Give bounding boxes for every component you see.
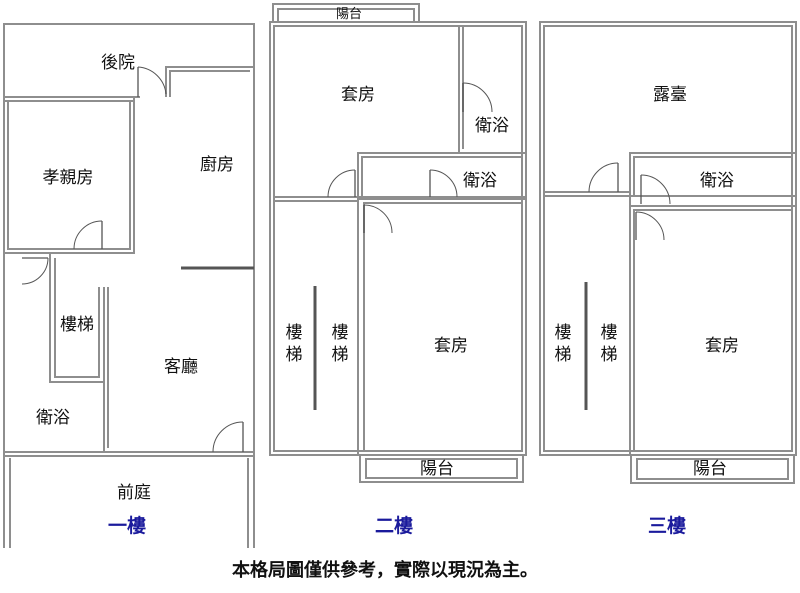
suite-main-walls xyxy=(357,198,527,456)
wall xyxy=(165,66,254,97)
stair-walls xyxy=(49,253,105,383)
room-label-front-yard: 前庭 xyxy=(117,483,151,503)
room-label-backyard: 後院 xyxy=(101,53,135,73)
third-bath-inner xyxy=(633,156,793,197)
door-icon xyxy=(635,211,665,241)
room-label-bath-right: 衛浴 xyxy=(475,116,509,136)
room-label-bottom-balcony: 陽台 xyxy=(420,459,454,479)
room-label-elder-room: 孝親房 xyxy=(43,168,94,188)
door-icon xyxy=(212,421,244,453)
room-label-living-room: 客廳 xyxy=(164,357,198,377)
second-floor-outline-inner xyxy=(273,25,523,452)
room-label-stairs: 樓梯 xyxy=(60,315,94,335)
third-floor-plan: 露臺 衛浴 樓梯 樓梯 套房 陽台 三樓 xyxy=(539,21,797,537)
room-label-stairs-a: 樓梯 xyxy=(286,323,303,365)
floor-label-third: 三樓 xyxy=(648,514,686,537)
elder-room-walls-inner xyxy=(7,100,131,250)
room-label-kitchen: 廚房 xyxy=(200,154,234,175)
room-label-stairs-b: 樓梯 xyxy=(332,323,349,365)
room-label-terrace: 露臺 xyxy=(653,85,687,105)
second-floor-plan: 陽台 套房 衛浴 衛浴 樓梯 樓梯 套房 陽台 二樓 xyxy=(269,3,527,537)
floor-label-first: 一樓 xyxy=(108,514,146,537)
room-label-bath-middle: 衛浴 xyxy=(463,171,497,191)
door-icon xyxy=(363,204,393,234)
room-label-bathroom: 衛浴 xyxy=(36,408,70,428)
room-label-third-balcony: 陽台 xyxy=(693,459,727,479)
bottom-balcony-inner xyxy=(365,458,518,479)
suite-main-inner xyxy=(363,202,523,452)
elder-room-walls xyxy=(3,96,135,254)
third-balcony-inner xyxy=(636,458,789,480)
room-label-suite-top: 套房 xyxy=(341,85,375,105)
room-label-top-balcony: 陽台 xyxy=(336,7,362,22)
room-label-third-suite: 套房 xyxy=(705,336,739,356)
third-suite-walls xyxy=(629,205,797,456)
door-icon xyxy=(73,220,103,250)
door-icon xyxy=(137,66,167,97)
door-icon xyxy=(21,257,49,285)
door-icon xyxy=(462,82,493,113)
third-suite-inner xyxy=(633,209,793,452)
room-label-third-stairs-a: 樓梯 xyxy=(555,323,572,365)
first-floor-plan: 後院 孝親房 廚房 樓梯 客廳 衛浴 前庭 一樓 xyxy=(3,23,255,548)
floor-label-second: 二樓 xyxy=(375,514,413,537)
middle-bath-walls xyxy=(357,152,527,198)
room-label-third-stairs-b: 樓梯 xyxy=(601,323,618,365)
disclaimer-text: 本格局圖僅供參考，實際以現況為主。 xyxy=(232,559,538,581)
door-icon xyxy=(429,169,458,198)
second-floor-outline xyxy=(269,21,527,456)
stair-walls-inner xyxy=(54,258,100,378)
room-label-suite-main: 套房 xyxy=(434,336,468,356)
room-label-third-bath: 衛浴 xyxy=(700,171,734,191)
third-balcony-walls xyxy=(630,454,795,484)
bottom-balcony-walls xyxy=(359,454,524,483)
door-icon xyxy=(327,169,356,198)
door-icon xyxy=(640,174,671,205)
wall xyxy=(169,70,250,97)
middle-bath-inner xyxy=(361,156,523,198)
door-icon xyxy=(588,162,619,193)
